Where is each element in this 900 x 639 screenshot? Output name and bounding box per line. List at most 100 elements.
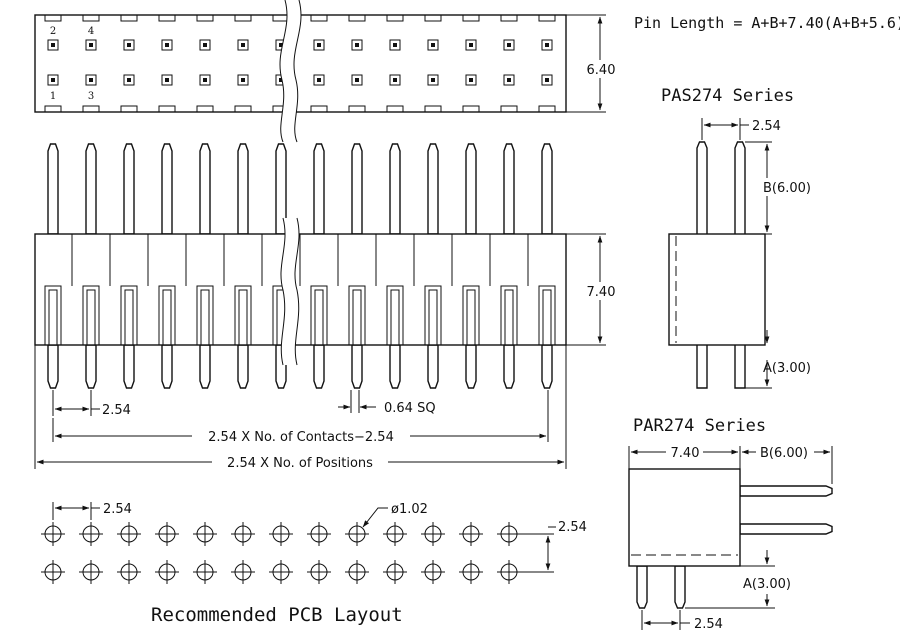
break-line-top	[279, 0, 302, 142]
pin-label-4: 4	[88, 26, 94, 37]
side-pin	[427, 143, 439, 235]
top-pad-core	[393, 78, 397, 82]
top-notch	[158, 15, 176, 22]
par274-pitch-text: 2.54	[694, 617, 723, 632]
top-pad	[47, 74, 59, 86]
side-pin	[465, 143, 477, 235]
par274-pin-lower	[739, 523, 833, 535]
side-slot-inner	[542, 289, 552, 345]
side-slot-outer	[234, 285, 252, 345]
top-notch	[234, 105, 252, 112]
top-pad	[465, 39, 477, 51]
side-pin	[123, 143, 135, 235]
side-pin-tail	[465, 344, 477, 389]
side-slot-outer	[310, 285, 328, 345]
top-pad	[503, 74, 515, 86]
top-pad-core	[203, 43, 207, 47]
pcb-holes	[41, 522, 521, 584]
side-slot-inner	[48, 289, 58, 345]
top-notch	[196, 15, 214, 22]
top-pad-core	[89, 78, 93, 82]
top-pad	[389, 74, 401, 86]
top-pad-core	[545, 78, 549, 82]
side-slot-outer	[538, 285, 556, 345]
side-slot-outer	[82, 285, 100, 345]
side-pin-tail	[47, 344, 59, 389]
pin-label-2: 2	[50, 26, 56, 37]
top-pad	[123, 39, 135, 51]
pas274-body	[668, 233, 766, 346]
par274-leg-left	[636, 565, 648, 609]
top-pad	[199, 74, 211, 86]
top-notch	[44, 105, 62, 112]
top-notch	[424, 15, 442, 22]
break-line-top-right	[293, 0, 302, 143]
side-slot-inner	[428, 289, 438, 345]
side-pin	[85, 143, 97, 235]
side-slot-outer	[196, 285, 214, 345]
top-pad-core	[127, 43, 131, 47]
top-pad	[85, 74, 97, 86]
dim-pitch-text: 2.54	[102, 403, 131, 418]
side-pin	[503, 143, 515, 235]
top-pad-core	[51, 43, 55, 47]
side-slot-outer	[120, 285, 138, 345]
par274-title: PAR274 Series	[633, 416, 766, 436]
top-view: 2 4 1 3 6.40	[34, 14, 618, 113]
top-view-pads	[47, 39, 553, 86]
side-slot-outer	[386, 285, 404, 345]
top-pad-core	[317, 43, 321, 47]
top-pad-core	[165, 78, 169, 82]
top-pad	[351, 39, 363, 51]
top-pad	[85, 39, 97, 51]
top-pad	[199, 39, 211, 51]
par274-body	[628, 468, 741, 567]
top-notch	[82, 15, 100, 22]
side-pin	[47, 143, 59, 235]
top-pad	[313, 39, 325, 51]
top-pad-core	[393, 43, 397, 47]
top-pad-core	[507, 43, 511, 47]
top-pad-core	[355, 43, 359, 47]
top-pad	[427, 39, 439, 51]
top-notch	[500, 105, 518, 112]
par274-leg-right	[674, 565, 686, 609]
top-pad	[389, 39, 401, 51]
side-slot-inner	[124, 289, 134, 345]
side-pin	[351, 143, 363, 235]
par274-b-text: B(6.00)	[760, 446, 808, 461]
top-pad-core	[241, 78, 245, 82]
side-slot-inner	[162, 289, 172, 345]
side-view: 7.40 2.54 0.64 SQ 2.54 X No. of Contacts…	[34, 143, 618, 471]
top-pad	[313, 74, 325, 86]
side-pin-tail	[199, 344, 211, 389]
side-view-pins	[47, 143, 553, 389]
par274-view: PAR274 Series 7.40 B(6.00) A(3.00) 2.54	[628, 416, 833, 632]
top-notch	[120, 105, 138, 112]
top-notch	[500, 15, 518, 22]
break-line-top-left	[279, 0, 288, 143]
side-view-slots	[44, 234, 556, 345]
par274-a-text: A(3.00)	[743, 577, 791, 592]
side-pin	[389, 143, 401, 235]
top-notch	[82, 105, 100, 112]
pcb-title: Recommended PCB Layout	[151, 604, 403, 626]
top-pad-core	[317, 78, 321, 82]
top-notch	[310, 15, 328, 22]
side-slot-outer	[348, 285, 366, 345]
top-notch	[310, 105, 328, 112]
side-pin	[237, 143, 249, 235]
side-pin-tail	[427, 344, 439, 389]
pcb-hole-leader	[362, 507, 388, 528]
pin-label-1: 1	[50, 91, 56, 102]
top-view-body	[34, 14, 567, 113]
top-pad-core	[127, 78, 131, 82]
side-slot-outer	[424, 285, 442, 345]
dim-contacts-text: 2.54 X No. of Contacts−2.54	[208, 430, 394, 445]
side-slot-inner	[504, 289, 514, 345]
side-pin-tail	[85, 344, 97, 389]
top-pad-core	[51, 78, 55, 82]
side-slot-inner	[466, 289, 476, 345]
break-line-bottom-left	[280, 217, 286, 366]
top-pad-core	[431, 78, 435, 82]
